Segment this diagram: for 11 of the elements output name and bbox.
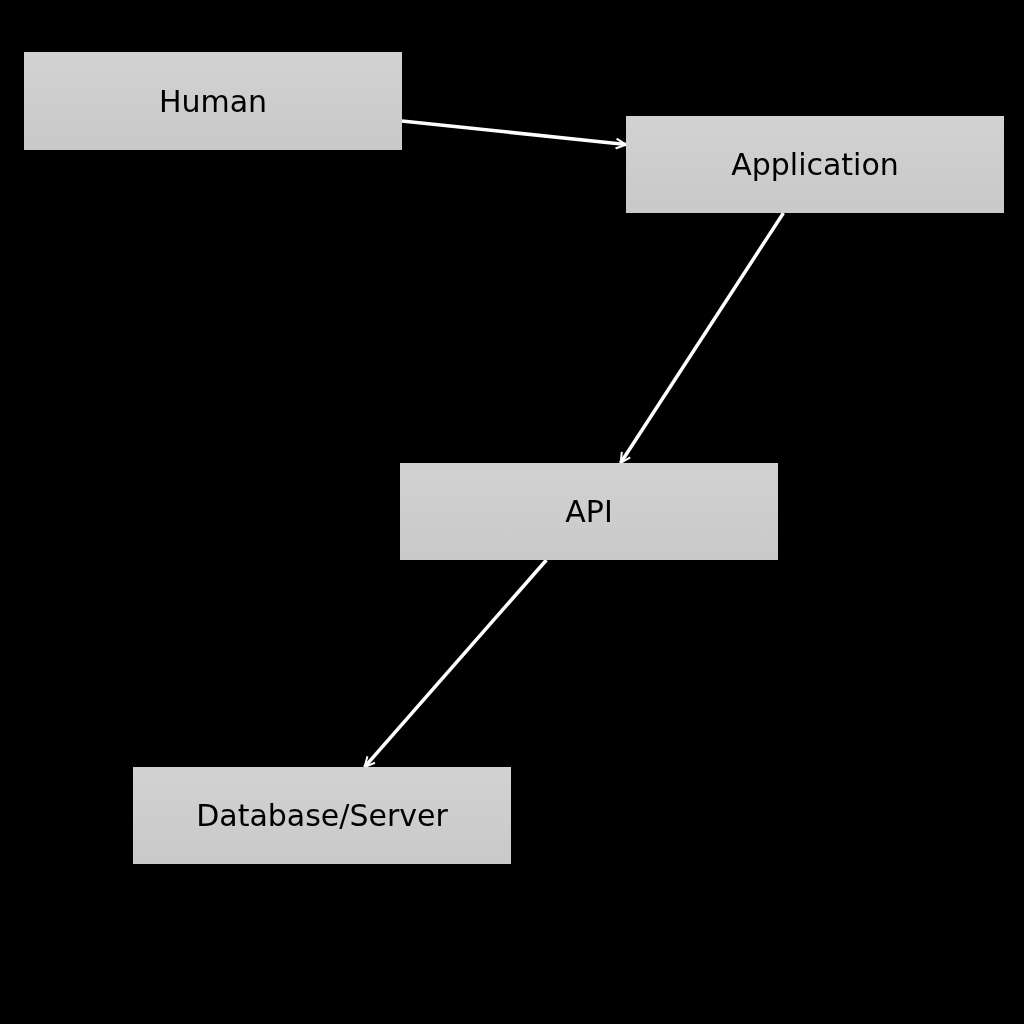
box-label: Application bbox=[731, 146, 899, 184]
process-box bbox=[626, 116, 1004, 213]
arrow bbox=[363, 558, 548, 769]
process-box bbox=[24, 52, 402, 150]
arrow bbox=[401, 119, 627, 150]
box-label: API bbox=[565, 493, 613, 531]
box-label: Database/Server bbox=[196, 797, 448, 835]
box-label: Human bbox=[158, 82, 268, 121]
arrow bbox=[619, 212, 785, 464]
process-box bbox=[400, 463, 778, 560]
process-box bbox=[133, 767, 511, 864]
